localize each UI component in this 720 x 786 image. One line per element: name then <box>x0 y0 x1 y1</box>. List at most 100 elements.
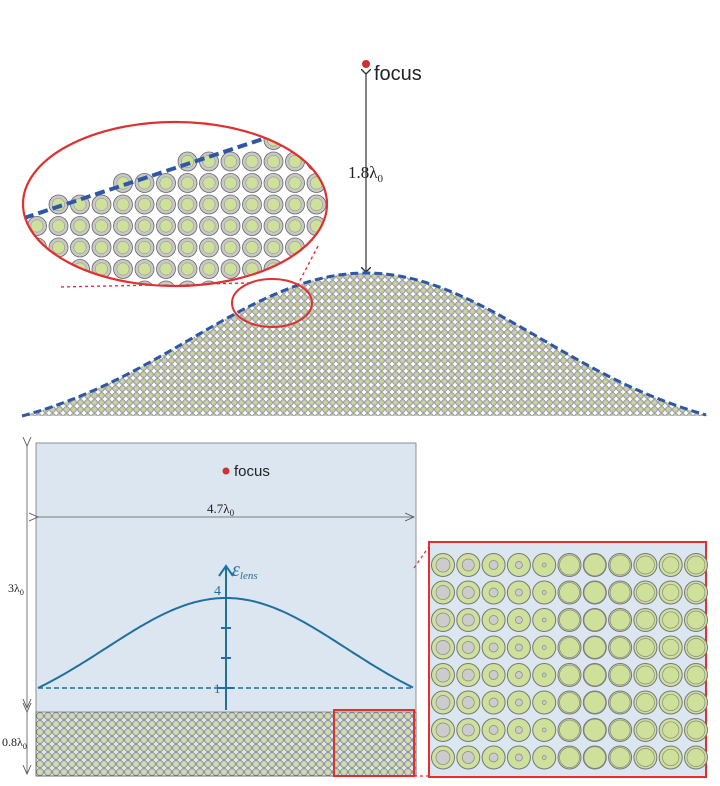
slab-meta-atom-core <box>609 609 631 631</box>
slab-meta-atom-core <box>609 637 631 658</box>
top-distance-label: 1.8λ0 <box>348 163 384 185</box>
meta-atom-core <box>224 262 237 276</box>
meta-atom-core <box>332 155 344 167</box>
meta-atom-shell <box>27 280 47 286</box>
meta-atom-core <box>159 176 173 190</box>
meta-atom-core <box>267 155 280 168</box>
slab-meta-atom-core <box>515 698 523 707</box>
width-label: 4.7λ0 <box>207 501 235 518</box>
slab-meta-atom-core <box>686 638 706 657</box>
slab-meta-atom-core <box>583 691 606 714</box>
zoom-bubble <box>21 120 348 288</box>
meta-atom-shell <box>263 130 284 150</box>
lens-zoom-marker <box>231 278 313 328</box>
meta-atom-shell <box>113 280 133 286</box>
meta-atom-core <box>224 198 237 211</box>
slab-meta-atom-core <box>515 616 523 624</box>
meta-atom-shell <box>329 217 348 236</box>
meta-atom-core <box>138 219 151 233</box>
slab-meta-atom-core <box>488 560 499 570</box>
slab-meta-atom-core <box>559 609 580 631</box>
meta-atom-shell <box>177 280 198 286</box>
meta-atom-shell <box>48 259 69 279</box>
meta-atom-core <box>116 262 130 276</box>
slab-meta-atom-core <box>541 617 547 623</box>
slab-meta-atom-core <box>488 642 499 653</box>
slab-meta-atom-core <box>686 665 706 685</box>
meta-atom-core <box>73 241 87 254</box>
meta-atom-core <box>310 133 323 147</box>
slab-meta-atom-core <box>662 748 680 767</box>
meta-atom-shell <box>329 152 348 171</box>
meta-atom-core <box>95 219 108 233</box>
meta-atom-core <box>288 176 302 190</box>
slab-zoom-connector-top <box>413 544 431 569</box>
top-focus-label: focus <box>374 63 422 85</box>
meta-atom-core <box>267 176 280 190</box>
slab-meta-atom-core <box>435 750 451 765</box>
meta-atom-core <box>52 219 65 233</box>
slab-meta-atom-core <box>461 751 475 764</box>
curved-lens <box>22 273 708 416</box>
slab-meta-atom-core <box>461 558 475 572</box>
meta-atom-core <box>181 241 194 254</box>
slab-meta-atom-core <box>488 752 499 763</box>
slab-meta-atom-core <box>435 667 451 683</box>
svg-text:1.8λ0: 1.8λ0 <box>348 163 384 185</box>
meta-atom-core <box>159 262 173 276</box>
meta-atom-core <box>245 198 259 211</box>
slab-meta-atom-core <box>515 643 523 652</box>
meta-atom-shell <box>329 174 348 193</box>
slab-meta-atom-core <box>488 587 499 598</box>
meta-atom-core <box>224 155 237 168</box>
meta-atom-core <box>52 262 65 276</box>
slab-meta-atom-core <box>609 664 631 686</box>
meta-atom-core <box>116 219 130 233</box>
meta-atom-core <box>288 198 302 211</box>
slab-meta-atom-core <box>461 641 475 654</box>
meta-atom-core <box>224 241 237 254</box>
meta-atom-core <box>73 198 87 211</box>
meta-atom-core <box>310 262 323 276</box>
meta-atom-core <box>138 262 151 276</box>
slab-meta-atom-core <box>662 556 680 574</box>
slab-meta-atom-core <box>686 748 706 767</box>
meta-atom-core <box>245 219 259 233</box>
top-focus-dot <box>362 60 370 68</box>
meta-atom-core <box>30 219 44 233</box>
meta-atom-core <box>181 176 194 190</box>
meta-atom-core <box>52 241 65 254</box>
meta-atom-core <box>181 284 194 286</box>
meta-atom-shell <box>70 280 90 286</box>
meta-atom-core <box>95 198 108 211</box>
meta-atom-shell <box>329 195 348 214</box>
meta-atom-shell <box>329 131 348 150</box>
meta-atom-core <box>245 176 259 190</box>
meta-atom-core <box>159 284 173 286</box>
meta-atom-core <box>245 155 259 168</box>
meta-atom-shell <box>285 130 305 150</box>
slab-meta-atom-core <box>686 583 706 602</box>
slab-meta-atom-core <box>636 610 655 630</box>
meta-atom-core <box>138 284 151 286</box>
axis-title: εlens <box>232 559 258 582</box>
meta-atom-shell <box>285 259 305 279</box>
slab-meta-atom-core <box>559 637 580 658</box>
meta-atom-core <box>332 198 344 210</box>
slab-meta-atom-core <box>435 722 451 738</box>
meta-atom-core <box>159 241 173 254</box>
slab-meta-atom-core <box>662 611 680 629</box>
lens-dashed-outline <box>21 271 707 418</box>
slab-meta-atom-core <box>686 720 706 740</box>
meta-atom-core <box>181 262 194 276</box>
axis-max-label: 4 <box>214 584 221 599</box>
slab-meta-atom-core <box>435 612 451 628</box>
meta-atom-core <box>159 219 173 233</box>
slab-meta-atom-core <box>435 557 451 573</box>
meta-atom-core <box>116 198 130 211</box>
meta-atom-shell <box>156 280 176 286</box>
epsilon-axis-arrowhead <box>218 564 234 577</box>
slab-meta-atom-core <box>636 720 655 740</box>
slab-meta-atom-core <box>583 663 606 687</box>
